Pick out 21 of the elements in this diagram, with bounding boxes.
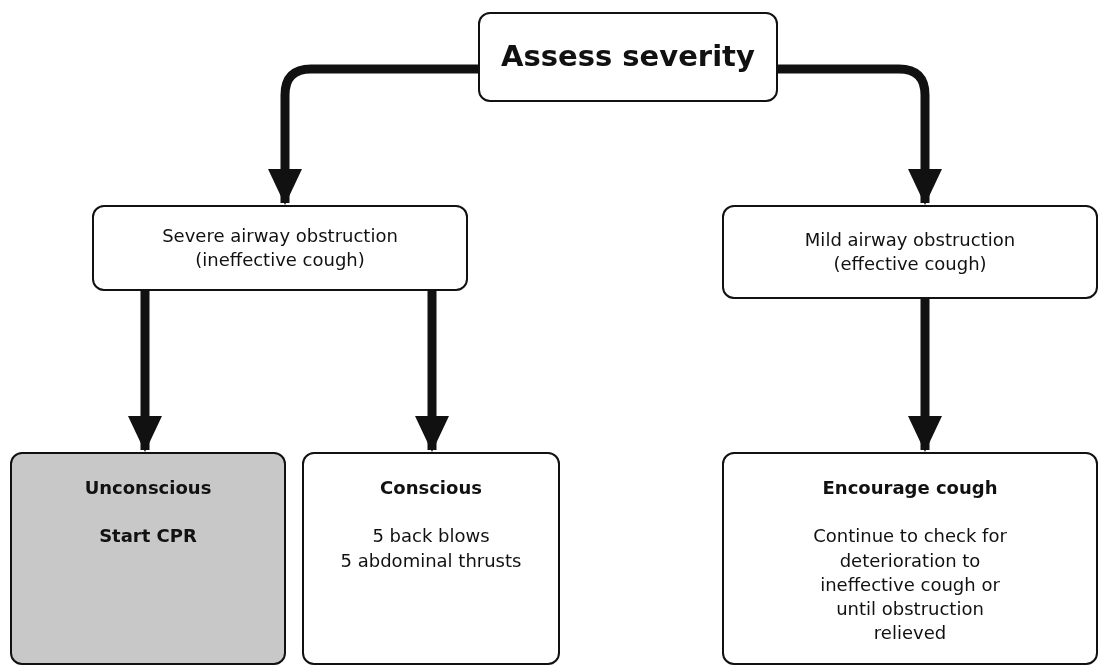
process-box xyxy=(302,452,560,665)
arrow xyxy=(128,291,162,452)
box-text: Continue to check for deterioration to ineffective cough or until obstruction relieved xyxy=(812,524,1008,646)
process-box xyxy=(10,452,286,665)
arrow xyxy=(908,299,942,452)
arrow xyxy=(778,64,942,205)
box-heading: Unconscious xyxy=(84,476,212,500)
box-text: Start CPR xyxy=(99,524,197,549)
process-box xyxy=(722,205,1098,299)
box-heading: Assess severity xyxy=(501,38,755,76)
process-box xyxy=(92,205,468,291)
box-heading: Conscious xyxy=(380,476,482,500)
box-heading: Encourage cough xyxy=(822,476,998,500)
process-box xyxy=(478,12,778,102)
arrow xyxy=(415,291,449,452)
box-heading: Severe airway obstruction (ineffective cough) xyxy=(161,223,399,272)
arrow xyxy=(268,64,478,205)
box-text: 5 back blows xyxy=(372,524,490,549)
process-box xyxy=(722,452,1098,665)
box-heading: Mild airway obstruction (effective cough) xyxy=(803,227,1017,276)
box-text: 5 abdominal thrusts xyxy=(340,548,522,573)
